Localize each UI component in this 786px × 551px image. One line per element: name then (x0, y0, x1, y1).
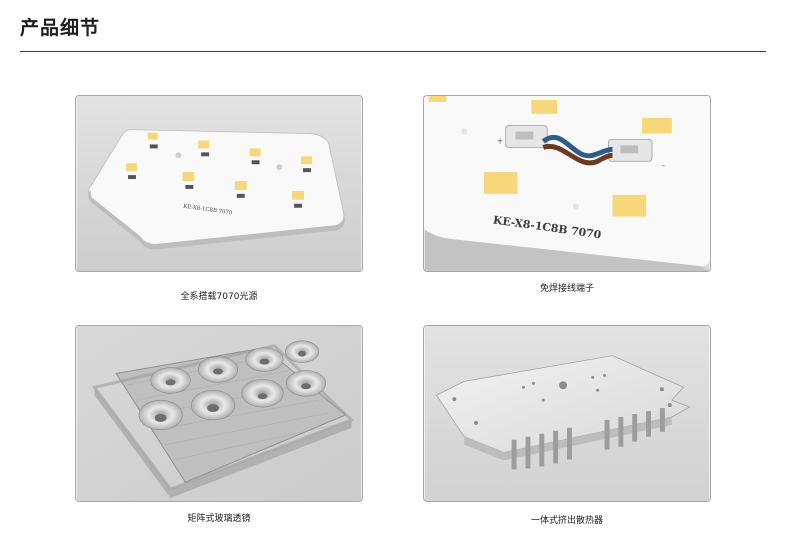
connector-image: + - KE-X8-1C8B 7070 (423, 95, 711, 272)
caption-heatsink: 一体式挤出散热器 (530, 516, 603, 526)
caption-led-source: 全系搭载7070光源 (180, 292, 258, 302)
heatsink-image (423, 325, 711, 502)
caption-connector: 免焊接线端子 (539, 284, 594, 294)
page-title: 产品细节 (20, 17, 101, 39)
led-board-image: KE-X8-1C8B 7070 (75, 95, 363, 272)
title-divider (20, 51, 766, 52)
glass-lens-image (75, 325, 363, 502)
svg-text:+: + (497, 136, 504, 145)
caption-glass-lens: 矩阵式玻璃透镜 (187, 514, 251, 524)
svg-text:-: - (662, 161, 665, 170)
